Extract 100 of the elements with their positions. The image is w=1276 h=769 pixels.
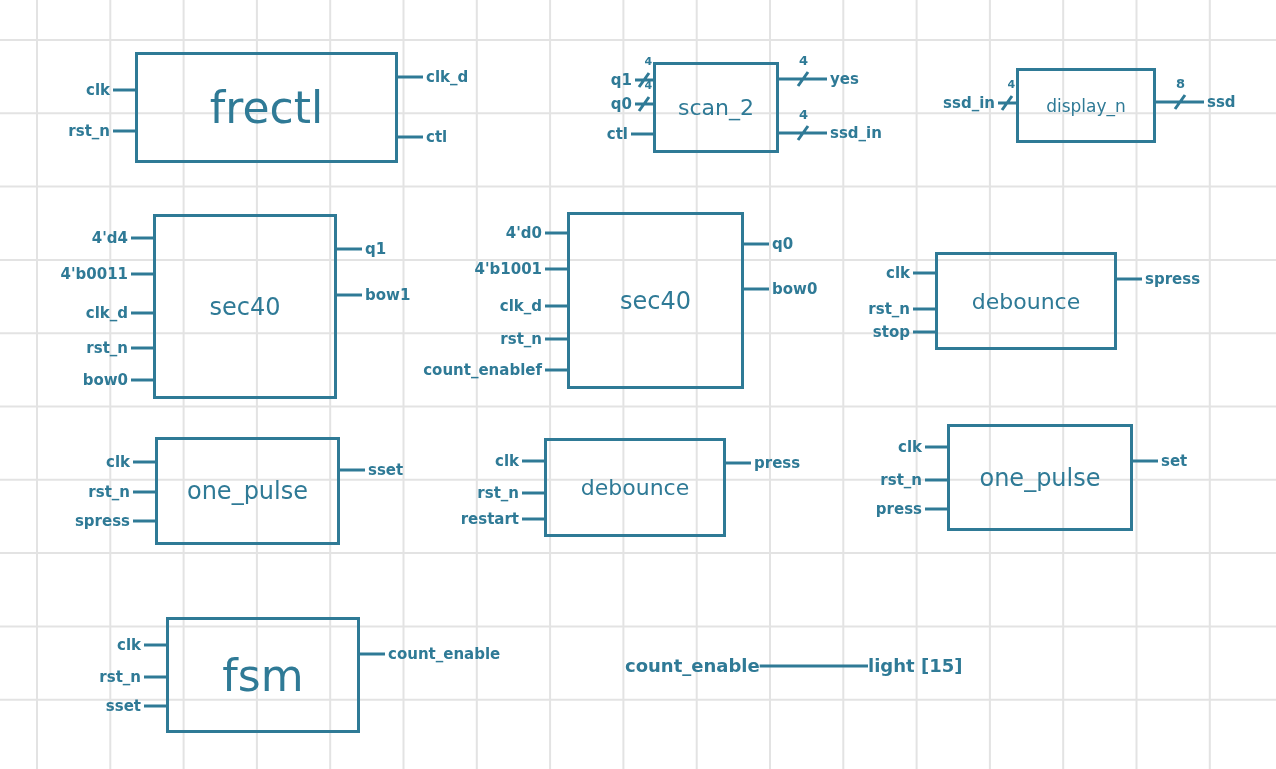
bus-width-label: 4 xyxy=(644,56,653,67)
module-name: sec40 xyxy=(209,292,281,321)
bus-line xyxy=(633,71,655,89)
module-name: scan_2 xyxy=(678,95,754,120)
port-line xyxy=(337,247,362,251)
port-line xyxy=(144,675,166,679)
port-label: ssd xyxy=(1204,93,1236,111)
port-label: q1 xyxy=(362,240,387,258)
port-line xyxy=(726,461,751,465)
port-label: 4'd0 xyxy=(505,224,545,242)
port-label: q0 xyxy=(610,95,635,113)
port-label: sset xyxy=(105,697,144,715)
module-name: frectl xyxy=(209,82,324,133)
port-line xyxy=(1133,459,1158,463)
port-label: spress xyxy=(1142,270,1201,288)
port-line xyxy=(522,459,544,463)
bus-width-label: 4 xyxy=(799,54,809,68)
module-block xyxy=(653,62,779,153)
connector-line xyxy=(759,664,868,668)
port-label: bow1 xyxy=(362,286,411,304)
port-label: bow0 xyxy=(769,280,818,298)
port-line xyxy=(337,293,362,297)
port-label: rst_n xyxy=(500,330,545,348)
port-line xyxy=(522,491,544,495)
port-line xyxy=(133,490,155,494)
port-line xyxy=(113,129,135,133)
module-block xyxy=(1016,68,1156,143)
port-label: rst_n xyxy=(68,122,113,140)
port-line xyxy=(131,272,153,276)
module-name: one_pulse xyxy=(186,477,308,505)
port-label: ctl xyxy=(606,125,631,143)
port-label: yes xyxy=(827,70,859,88)
port-label: 4'b0011 xyxy=(60,265,131,283)
port-label: clk xyxy=(117,636,144,654)
port-label: sset xyxy=(365,461,404,479)
port-label: clk xyxy=(106,453,133,471)
module-name: sec40 xyxy=(620,286,691,315)
port-label: clk_d xyxy=(423,68,469,86)
port-line xyxy=(913,307,935,311)
bus-line xyxy=(777,124,829,142)
port-label: set xyxy=(1158,452,1188,470)
port-label: restart xyxy=(460,510,522,528)
bus-width-label: 4 xyxy=(644,80,653,91)
port-line xyxy=(744,242,769,246)
port-line xyxy=(925,445,947,449)
port-label: ssd_in xyxy=(827,124,882,142)
module-block xyxy=(135,52,398,163)
port-label: rst_n xyxy=(868,300,913,318)
port-line xyxy=(545,337,567,341)
signal-label: count_enable xyxy=(625,655,760,677)
port-label: clk_d xyxy=(85,304,131,322)
port-label: clk_d xyxy=(499,297,545,315)
port-line xyxy=(131,311,153,315)
port-label: count_enablef xyxy=(423,361,545,379)
port-line xyxy=(398,75,423,79)
port-label: clk xyxy=(886,264,913,282)
port-label: 4'b1001 xyxy=(474,260,545,278)
port-label: count_enable xyxy=(385,645,501,663)
module-name: debounce xyxy=(971,288,1081,314)
port-line xyxy=(545,304,567,308)
port-line xyxy=(925,478,947,482)
bus-line xyxy=(1154,93,1206,111)
signal-label: light [15] xyxy=(868,655,963,677)
module-block xyxy=(166,617,360,733)
module-block xyxy=(153,214,337,399)
port-label: bow0 xyxy=(82,371,131,389)
bus-line xyxy=(996,94,1018,112)
port-line xyxy=(133,519,155,523)
port-line xyxy=(913,271,935,275)
port-line xyxy=(360,652,385,656)
port-label: press xyxy=(751,454,801,472)
port-line xyxy=(545,267,567,271)
port-line xyxy=(522,517,544,521)
port-line xyxy=(925,507,947,511)
port-line xyxy=(1117,277,1142,281)
module-block xyxy=(947,424,1133,531)
port-line xyxy=(545,231,567,235)
port-label: clk xyxy=(898,438,925,456)
module-block xyxy=(544,438,726,537)
port-label: rst_n xyxy=(880,471,925,489)
port-label: rst_n xyxy=(86,339,131,357)
port-line xyxy=(133,460,155,464)
port-label: ctl xyxy=(423,128,448,146)
port-line xyxy=(131,378,153,382)
port-label: ssd_in xyxy=(943,94,998,112)
module-block xyxy=(935,252,1117,350)
port-line xyxy=(913,330,935,334)
bus-width-label: 8 xyxy=(1176,77,1186,91)
bus-width-label: 4 xyxy=(799,108,809,122)
module-block xyxy=(155,437,340,545)
port-line xyxy=(131,346,153,350)
port-label: clk xyxy=(495,452,522,470)
port-line xyxy=(113,88,135,92)
module-name: fsm xyxy=(222,649,304,701)
port-label: clk xyxy=(86,81,113,99)
port-label: q0 xyxy=(769,235,794,253)
port-label: rst_n xyxy=(477,484,522,502)
port-line xyxy=(144,704,166,708)
port-label: rst_n xyxy=(88,483,133,501)
port-label: 4'd4 xyxy=(91,229,131,247)
